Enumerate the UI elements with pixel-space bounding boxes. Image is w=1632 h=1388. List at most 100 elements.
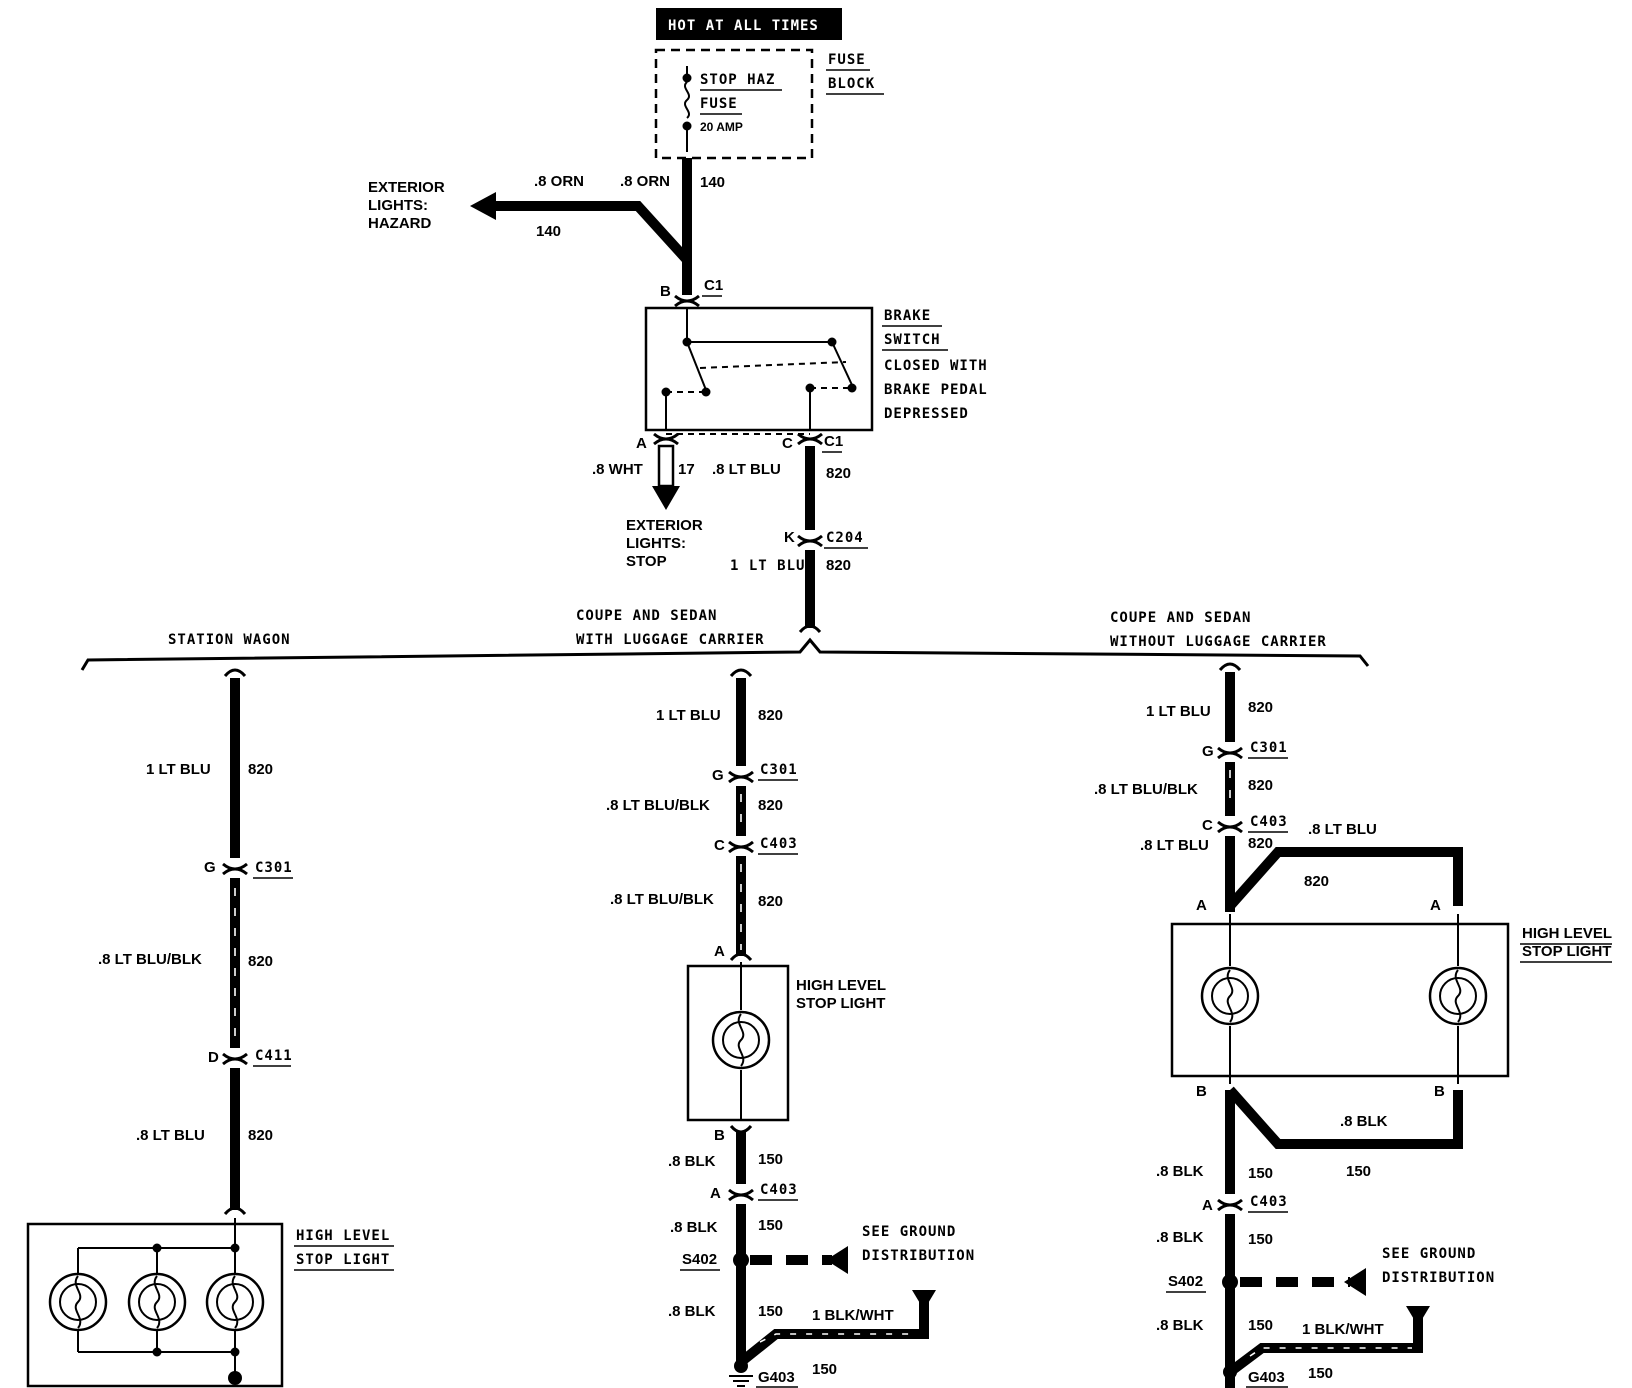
main-conn: C204 <box>826 530 864 546</box>
mid-pin-g: G <box>712 767 724 784</box>
mid-w6: .8 BLK <box>668 1303 716 1320</box>
switch-note-1: CLOSED WITH <box>884 358 988 374</box>
wagon-bulb-2 <box>127 1272 187 1332</box>
right-lamp-box <box>1170 922 1510 1078</box>
wagon-bulb-1 <box>48 1272 108 1332</box>
main-circuit-a: 820 <box>826 465 851 482</box>
fuse-element <box>684 81 690 119</box>
mid-c1: 820 <box>758 707 783 724</box>
mid-w2: .8 LT BLU/BLK <box>606 797 710 814</box>
right-w3: .8 LT BLU <box>1140 837 1209 854</box>
fuse-name: STOP HAZ <box>700 72 775 88</box>
hazard-arrow <box>470 192 496 220</box>
right-gnd: G403 <box>1248 1369 1285 1386</box>
hot-at-all-times-label: HOT AT ALL TIMES <box>668 18 819 34</box>
right-w5: .8 BLK <box>1340 1113 1388 1130</box>
wagon-w2: .8 LT BLU/BLK <box>98 951 202 968</box>
mid-wire-blkwht <box>737 1300 929 1366</box>
wagon-lamp-label-2: STOP LIGHT <box>296 1252 390 1268</box>
right-c9: 150 <box>1308 1365 1333 1382</box>
hazard-circuit-a: 140 <box>700 174 725 191</box>
right-w7: .8 BLK <box>1156 1229 1204 1246</box>
switch-name-1: BRAKE <box>884 308 931 324</box>
wagon-lamp-label-1: HIGH LEVEL <box>296 1228 390 1244</box>
wagon-c1: 820 <box>248 761 273 778</box>
right-pin-b1: B <box>1196 1083 1207 1100</box>
switch-conn-in: C1 <box>704 277 723 294</box>
right-wire-blkwht <box>1227 1316 1423 1376</box>
mid-ground-1: SEE GROUND <box>862 1224 956 1240</box>
wire-140-hazard <box>490 201 691 264</box>
right-bulb-1 <box>1200 966 1260 1026</box>
mid-ground-arrow <box>826 1246 848 1274</box>
switch-pin-a: A <box>636 435 647 452</box>
mid-ground-2: DISTRIBUTION <box>862 1248 975 1264</box>
right-c4: 820 <box>1304 873 1329 890</box>
mid-c2: 820 <box>758 797 783 814</box>
mid-lamp-label-1: HIGH LEVEL <box>796 977 886 994</box>
mid-conn-2: C403 <box>760 836 798 852</box>
hazard-wire-a: .8 ORN <box>534 173 584 190</box>
right-wire-4 <box>1226 847 1463 910</box>
right-c7: 150 <box>1248 1231 1273 1248</box>
right-splice-label: S402 <box>1168 1273 1203 1290</box>
hazard-dest-1: EXTERIOR <box>368 179 445 196</box>
wagon-pin-d: D <box>208 1049 219 1066</box>
right-pin-g: G <box>1202 743 1214 760</box>
right-c8: 150 <box>1248 1317 1273 1334</box>
fuse-block-label-1: FUSE <box>828 52 866 68</box>
mid-pin-b: B <box>714 1127 725 1144</box>
right-conn-3: C403 <box>1250 1194 1288 1210</box>
stop-arrow <box>652 486 680 510</box>
wagon-lamp-box <box>26 1222 284 1388</box>
right-conn-2: C403 <box>1250 814 1288 830</box>
right-pin-a2: A <box>1430 897 1441 914</box>
mid-w1: 1 LT BLU <box>656 707 721 724</box>
right-c5: 150 <box>1346 1163 1371 1180</box>
right-w6: .8 BLK <box>1156 1163 1204 1180</box>
mid-c6: 150 <box>758 1303 783 1320</box>
right-w2: .8 LT BLU/BLK <box>1094 781 1198 798</box>
mid-w4: .8 BLK <box>668 1153 716 1170</box>
stop-dest-2: LIGHTS: <box>626 535 686 552</box>
mid-pin-a2: A <box>710 1185 721 1202</box>
wagon-conn-2: C411 <box>255 1048 293 1064</box>
mid-w7: 1 BLK/WHT <box>812 1307 894 1324</box>
main-circuit-b: 820 <box>826 557 851 574</box>
mid-pin-a: A <box>714 943 725 960</box>
mid-splice-s402 <box>733 1252 749 1268</box>
switch-conn-out: C1 <box>824 433 843 450</box>
hazard-dest-3: HAZARD <box>368 215 431 232</box>
branch-bus <box>80 637 1370 671</box>
hazard-dest-2: LIGHTS: <box>368 197 428 214</box>
switch-note-3: DEPRESSED <box>884 406 969 422</box>
switch-note-2: BRAKE PEDAL <box>884 382 988 398</box>
branch-mid-label-1: COUPE AND SEDAN <box>576 608 717 624</box>
fuse-rating: 20 AMP <box>700 120 743 134</box>
wagon-w3: .8 LT BLU <box>136 1127 205 1144</box>
right-ground-2: DISTRIBUTION <box>1382 1270 1495 1286</box>
mid-conn-3: C403 <box>760 1182 798 1198</box>
hot-at-all-times-banner <box>656 8 842 40</box>
branch-right-label-1: COUPE AND SEDAN <box>1110 610 1251 626</box>
right-wire-blk-link <box>1226 1086 1463 1149</box>
fuse-block-label-2: BLOCK <box>828 76 875 92</box>
right-pin-b2: B <box>1434 1083 1445 1100</box>
right-splice-s402 <box>1222 1274 1238 1290</box>
mid-c4: 150 <box>758 1151 783 1168</box>
mid-splice-label: S402 <box>682 1251 717 1268</box>
right-w9: 1 BLK/WHT <box>1302 1321 1384 1338</box>
switch-pin-b: B <box>660 283 671 300</box>
branch-mid-label-2: WITH LUGGAGE CARRIER <box>576 632 765 648</box>
mid-c5: 150 <box>758 1217 783 1234</box>
mid-w5: .8 BLK <box>670 1219 718 1236</box>
wagon-bulb-3 <box>205 1272 265 1332</box>
branch-left-label: STATION WAGON <box>168 632 291 648</box>
stop-dest-1: EXTERIOR <box>626 517 703 534</box>
right-c1: 820 <box>1248 699 1273 716</box>
wagon-c2: 820 <box>248 953 273 970</box>
main-wire-b: 1 LT BLU <box>730 558 805 574</box>
right-bulb-2 <box>1428 966 1488 1026</box>
right-conn-1: C301 <box>1250 740 1288 756</box>
